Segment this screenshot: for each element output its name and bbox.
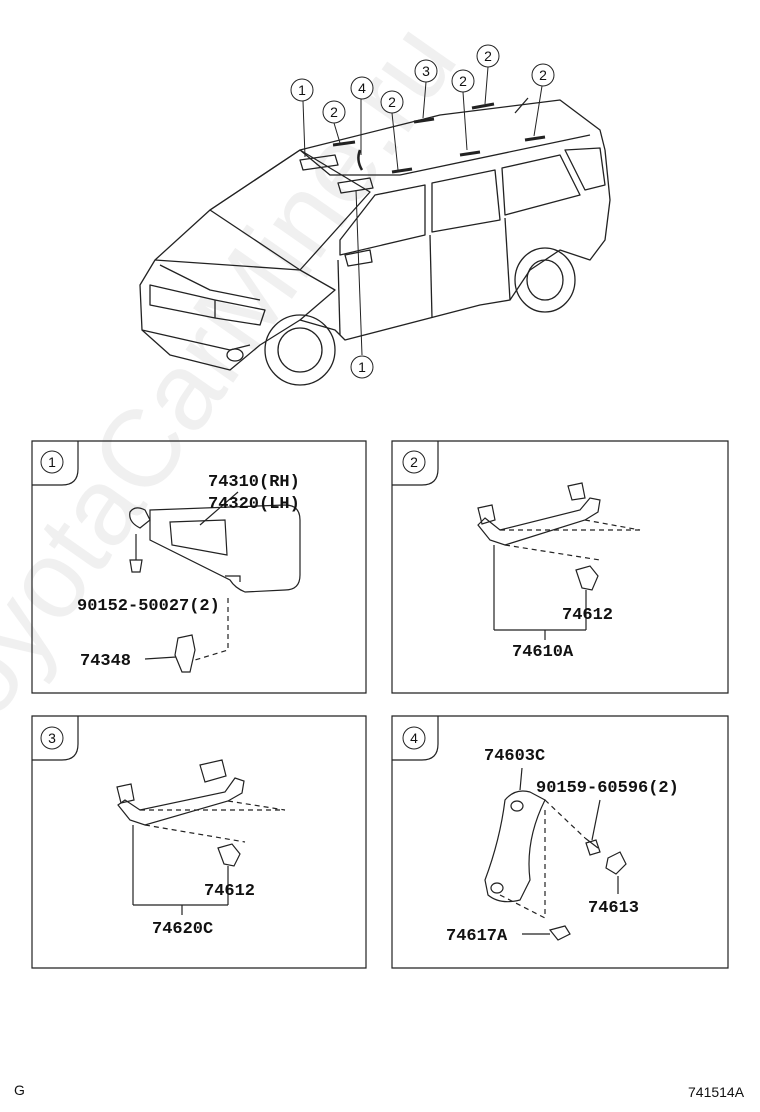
label-74613: 74613 — [588, 899, 639, 918]
panel-1-index: 1 — [48, 454, 56, 470]
label-74620C: 74620C — [152, 920, 213, 939]
label-74348: 74348 — [80, 652, 131, 671]
svg-text:1: 1 — [358, 359, 366, 375]
callout-3: 3 — [414, 59, 438, 83]
callout-4: 4 — [350, 76, 374, 100]
svg-text:3: 3 — [422, 63, 430, 79]
callout-1b: 1 — [350, 355, 374, 379]
label-74612-a: 74612 — [562, 606, 613, 625]
label-74612-b: 74612 — [204, 882, 255, 901]
svg-text:2: 2 — [484, 48, 492, 64]
callout-2e: 2 — [531, 63, 555, 87]
panel-2: 2 74612 74610A — [391, 440, 729, 694]
svg-text:2: 2 — [539, 67, 547, 83]
panel-1: 1 74310(RH) 74320(LH) 90152-50027(2) 743… — [31, 440, 367, 694]
label-74610A: 74610A — [512, 643, 574, 662]
svg-text:1: 1 — [298, 82, 306, 98]
svg-text:2: 2 — [388, 94, 396, 110]
label-74617A: 74617A — [446, 927, 508, 946]
panel-4-index: 4 — [410, 730, 418, 746]
panel-4: 4 74603C 90159-60596(2) 74613 74617A — [391, 715, 729, 969]
callout-leaders — [302, 66, 543, 356]
footer-illustration-number: 741514A — [688, 1084, 745, 1100]
footer-left-code: G — [14, 1082, 25, 1098]
callout-2a: 2 — [322, 100, 346, 124]
label-74310: 74310(RH) — [208, 473, 300, 492]
vehicle-illustration — [139, 97, 611, 386]
callout-2c: 2 — [451, 69, 475, 93]
svg-text:2: 2 — [330, 104, 338, 120]
panel-2-index: 2 — [410, 454, 418, 470]
callout-1a: 1 — [290, 78, 314, 102]
panel-3: 3 74612 74620C — [31, 715, 367, 969]
panel-3-index: 3 — [48, 730, 56, 746]
callout-2d: 2 — [476, 44, 500, 68]
label-90152: 90152-50027(2) — [77, 597, 220, 616]
label-74603C: 74603C — [484, 747, 545, 766]
overview-callouts: 1 2 4 2 3 2 2 2 1 — [290, 44, 555, 379]
callout-2b: 2 — [380, 90, 404, 114]
svg-text:2: 2 — [459, 73, 467, 89]
label-74320: 74320(LH) — [208, 495, 300, 514]
label-90159: 90159-60596(2) — [536, 779, 679, 798]
svg-text:4: 4 — [358, 80, 366, 96]
